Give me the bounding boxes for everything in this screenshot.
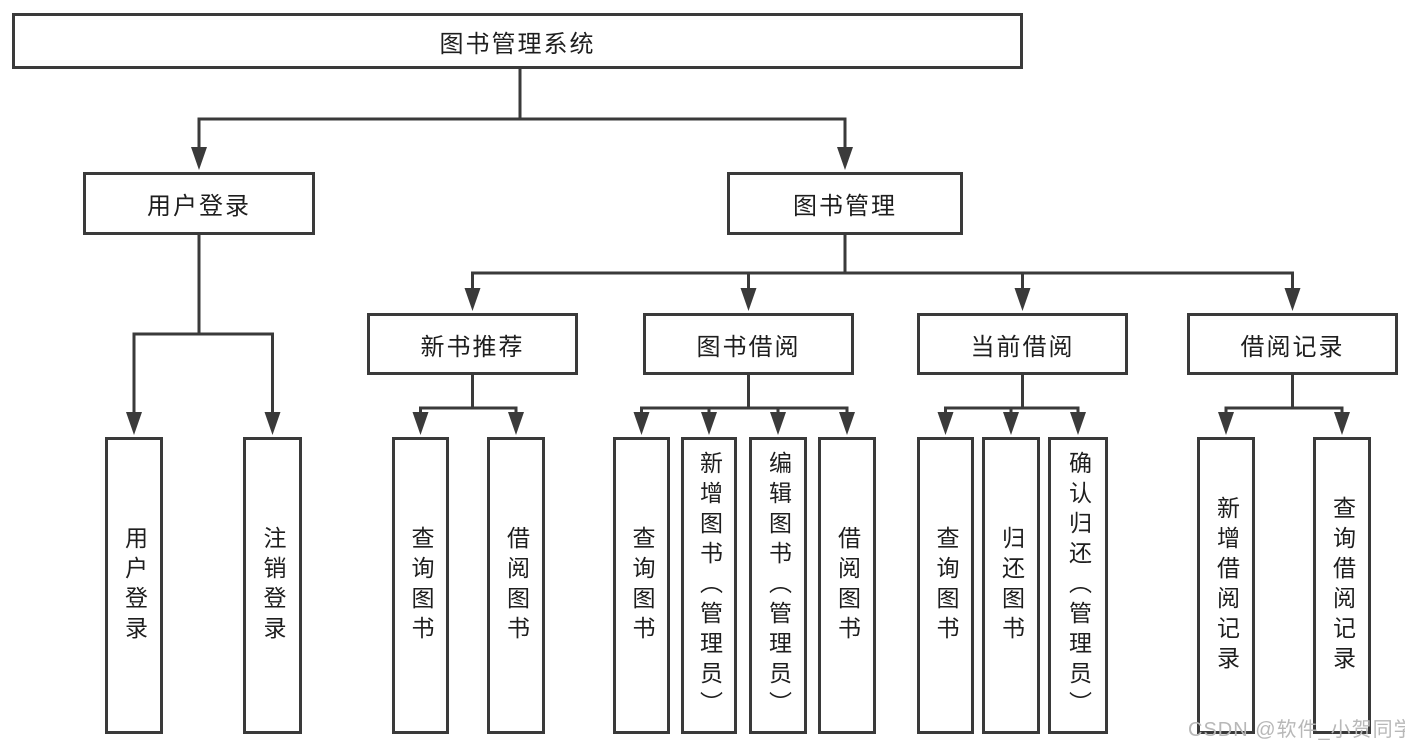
- node-confirm-return-admin: 确认归还（管理员）: [1048, 437, 1108, 734]
- node-book-management: 图书管理: [727, 172, 963, 235]
- node-add-borrow-record: 新增借阅记录: [1197, 437, 1255, 734]
- node-user-login-action: 用户登录: [105, 437, 163, 734]
- node-borrow-books-action: 借阅图书: [818, 437, 876, 734]
- node-query-borrow-record: 查询借阅记录: [1313, 437, 1371, 734]
- node-root-system: 图书管理系统: [12, 13, 1023, 69]
- node-recommend-borrow-books: 借阅图书: [487, 437, 545, 734]
- node-user-login-group: 用户登录: [83, 172, 315, 235]
- node-logout-action: 注销登录: [243, 437, 302, 734]
- node-current-borrow: 当前借阅: [917, 313, 1128, 375]
- node-edit-book-admin: 编辑图书（管理员）: [749, 437, 807, 734]
- node-borrow-records: 借阅记录: [1187, 313, 1398, 375]
- node-new-book-recommend: 新书推荐: [367, 313, 578, 375]
- node-return-book: 归还图书: [982, 437, 1040, 734]
- node-current-query-books: 查询图书: [917, 437, 974, 734]
- node-recommend-query-books: 查询图书: [392, 437, 449, 734]
- csdn-watermark: CSDN @软件_小贺同学: [1188, 719, 1405, 741]
- node-add-book-admin: 新增图书（管理员）: [681, 437, 737, 734]
- node-borrowing-query-books: 查询图书: [613, 437, 670, 734]
- node-book-borrowing: 图书借阅: [643, 313, 854, 375]
